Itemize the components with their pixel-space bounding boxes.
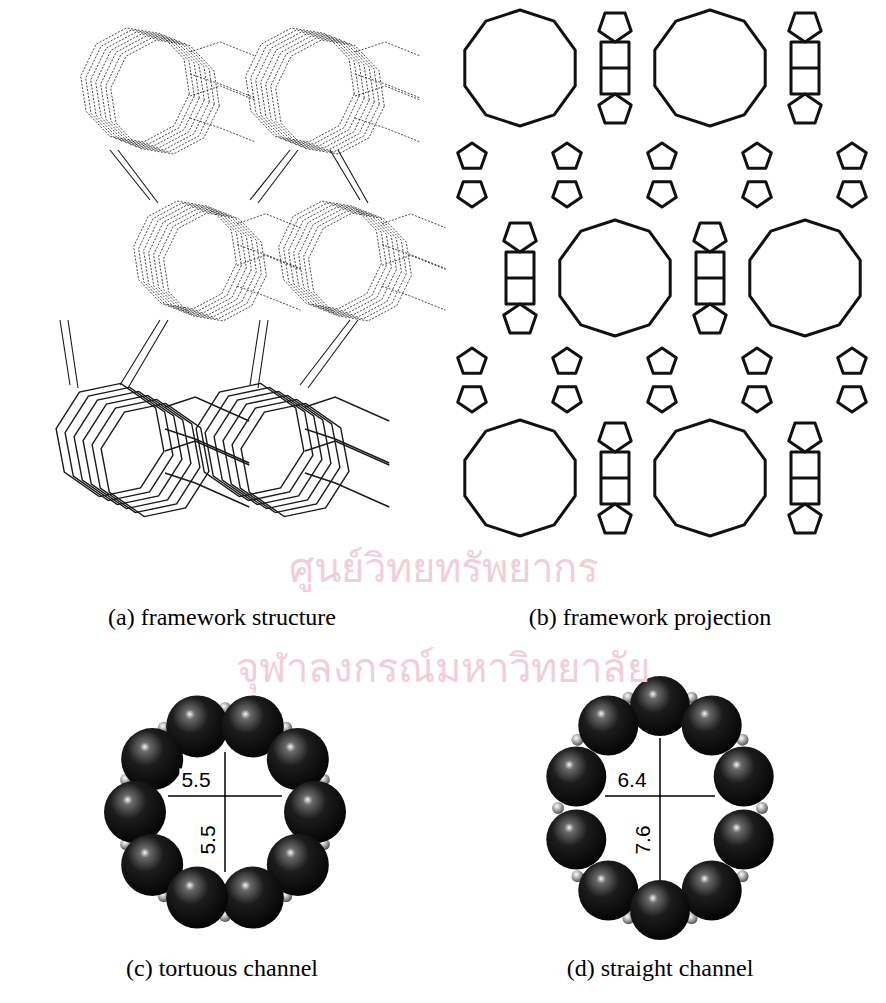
watermark-text: จุฬาลงกรณ์มหาวิทยาลัย [236,646,650,690]
straight-channel-ring [546,676,773,940]
dimension-value: 5.5 [196,823,219,856]
dimension-value: 7.6 [631,823,654,856]
figure-caption: (d) straight channel [567,955,754,981]
dimension-lines [168,738,715,880]
framework-structure [56,28,446,517]
tortuous-channel-ring [104,695,346,928]
watermark-text: ศูนย์วิทยทรัพยากร [289,546,598,590]
figure-caption: (b) framework projection [529,604,772,630]
dimension-value: 6.4 [615,768,648,791]
figure-caption: (a) framework structure [108,604,336,630]
dimension-value: 5.5 [179,768,212,791]
figure-caption: (c) tortuous channel [126,955,318,981]
framework-projection [458,10,867,536]
